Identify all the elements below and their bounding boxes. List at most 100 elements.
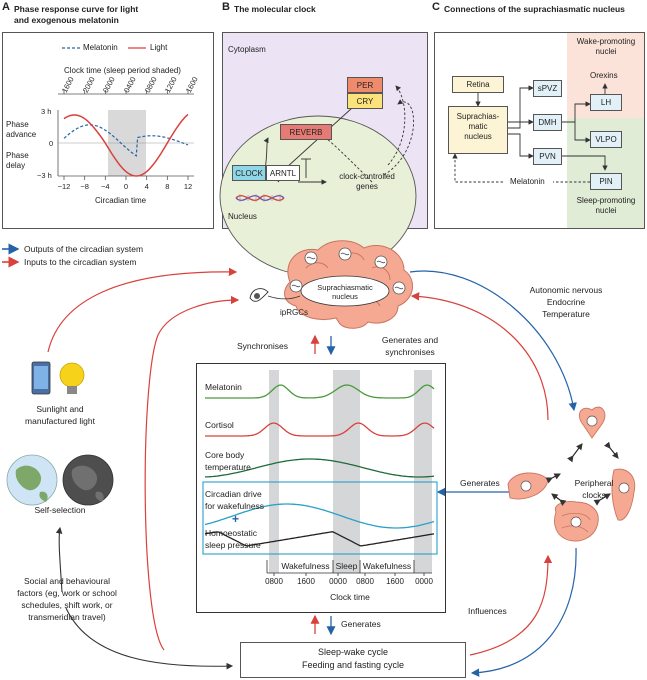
brain-icon — [284, 240, 413, 329]
clock-protein: CLOCK — [232, 165, 266, 181]
circadian-time-label: Circadian time — [95, 196, 147, 205]
y-tick-0: 0 — [49, 139, 54, 148]
peripheral-label-1: Peripheral — [574, 478, 614, 488]
influences-arrow — [469, 554, 553, 656]
sleep-wake-input-arrow — [144, 295, 240, 651]
heart-icon — [579, 406, 606, 439]
panel-a-frame — [2, 32, 214, 229]
panel-b-letter: B — [222, 1, 230, 13]
panel-c-letter: C — [432, 1, 440, 13]
cytoplasm-label: Cytoplasm — [228, 45, 266, 54]
homeostatic-label-1: Homoeostatic — [205, 528, 257, 538]
sleep-promoting-label-1: Sleep-promoting — [576, 196, 636, 205]
sleep-band-1 — [269, 370, 279, 573]
rhythm-tick-label: 1600 — [386, 577, 404, 586]
scn-highlight — [300, 275, 390, 307]
core-temp-label-1: Core body — [205, 450, 245, 460]
wake-promoting-label-2: nuclei — [595, 47, 617, 56]
circadian-tick-label: −4 — [101, 182, 110, 191]
sunlight-label-1: Sunlight and — [36, 404, 84, 414]
circadian-tick-label: −12 — [57, 182, 71, 191]
nucleus-label: Nucleus — [228, 212, 257, 221]
peripheral-input-arrow — [410, 292, 549, 421]
temperature-curve — [205, 458, 435, 478]
circadian-tick-label: 0 — [123, 182, 129, 191]
eye-icon — [249, 288, 301, 302]
phase-delay-label-2: delay — [6, 161, 26, 170]
scn-node — [448, 106, 508, 154]
generates-left-label: Generates — [460, 478, 500, 488]
earth-night-icon — [62, 454, 114, 506]
circadian-tick-label: 12 — [183, 182, 193, 191]
earth-day-icon — [6, 454, 58, 506]
panel-c-title: Connections of the suprachiasmatic nucle… — [444, 4, 625, 14]
scn-node-label-1: Suprachias- — [456, 112, 500, 121]
generates-sync-label-1: Generates and — [381, 335, 439, 345]
sleep-band-3 — [414, 370, 432, 573]
endocrine-label: Endocrine — [546, 297, 586, 307]
self-selection-arrow — [55, 526, 63, 593]
rhythms-panel — [196, 363, 446, 613]
drive-label-1: Circadian drive — [205, 489, 262, 499]
plus-sign: + — [232, 512, 240, 526]
retina-node: Retina — [452, 76, 504, 93]
melatonin-prc-curve — [63, 124, 189, 157]
influences-label: Influences — [468, 606, 507, 616]
reverb-protein: REVERB — [280, 124, 332, 140]
sunlight-label-2: manufactured light — [25, 416, 95, 426]
clock-controlled-genes-label-1: clock-controlled — [339, 172, 395, 181]
spvz-node: sPVZ — [533, 80, 562, 97]
scn-brain-label-2: nucleus — [332, 292, 358, 301]
dna-helix-icon — [235, 194, 285, 202]
peripheral-label-2: clocks — [582, 490, 606, 500]
intestine-icon — [554, 501, 599, 542]
sleep-promoting-label-2: nuclei — [595, 206, 617, 215]
lightbulb-icon — [59, 362, 85, 394]
pvn-node: PVN — [533, 148, 562, 165]
panel-a-letter: A — [2, 1, 10, 13]
orexins-label: Orexins — [590, 71, 618, 80]
clock-time-label: Clock time (sleep period shaded) — [64, 66, 181, 75]
autonomic-output-arrow — [409, 270, 577, 412]
iprgcs-label: ipRGCs — [280, 308, 309, 317]
wakefulness-label-2: Wakefulness — [362, 561, 412, 571]
light-input-arrow — [47, 267, 238, 353]
autonomic-label: Autonomic nervous — [529, 285, 603, 295]
sleep-pressure-curve — [204, 531, 435, 547]
per-protein: PER — [347, 77, 383, 93]
rhythm-tick-label: 0800 — [356, 577, 374, 586]
drive-label-2: for wakefulness — [205, 501, 265, 511]
light-prc-curve — [63, 113, 189, 177]
legend-melatonin-label: Melatonin — [83, 43, 118, 52]
melatonin-curve — [205, 384, 435, 399]
social-factors-arrow — [65, 607, 234, 670]
social-factors-label-1: Social and behavioural — [23, 576, 110, 586]
panel-c-frame — [434, 32, 645, 229]
clock-controlled-genes-label-2: genes — [356, 182, 378, 191]
rhythm-tick-label: 0000 — [329, 577, 347, 586]
sleep-band-2 — [333, 370, 360, 573]
generates-sync-label-2: synchronises — [385, 347, 435, 357]
drive-pressure-box — [202, 481, 438, 555]
arntl-protein: ARNTL — [266, 165, 300, 181]
social-factors-label-4: transmeridian travel) — [28, 612, 106, 622]
scn-brain-label-1: Suprachiasmatic — [317, 283, 373, 292]
social-factors-label-3: schedules, shift work, or — [21, 600, 113, 610]
sleep-wake-box — [240, 642, 466, 678]
self-selection-label: Self-selection — [34, 505, 86, 515]
scn-node-label-2: matic — [468, 122, 488, 131]
legend-inputs-label: Inputs to the circadian system — [24, 257, 137, 267]
panel-a-title: Phase response curve for light — [14, 4, 139, 14]
clock-time-axis-label: Clock time — [330, 592, 370, 602]
circadian-tick-label: −8 — [80, 182, 89, 191]
phone-icon — [31, 361, 51, 395]
dmh-node: DMH — [533, 114, 562, 131]
rhythm-tick-label: 1600 — [297, 577, 315, 586]
melatonin-row-label: Melatonin — [205, 382, 242, 392]
generates-bottom-label: Generates — [341, 619, 381, 629]
melatonin-output-label: Melatonin — [510, 177, 545, 186]
muscle-icon — [611, 468, 636, 521]
